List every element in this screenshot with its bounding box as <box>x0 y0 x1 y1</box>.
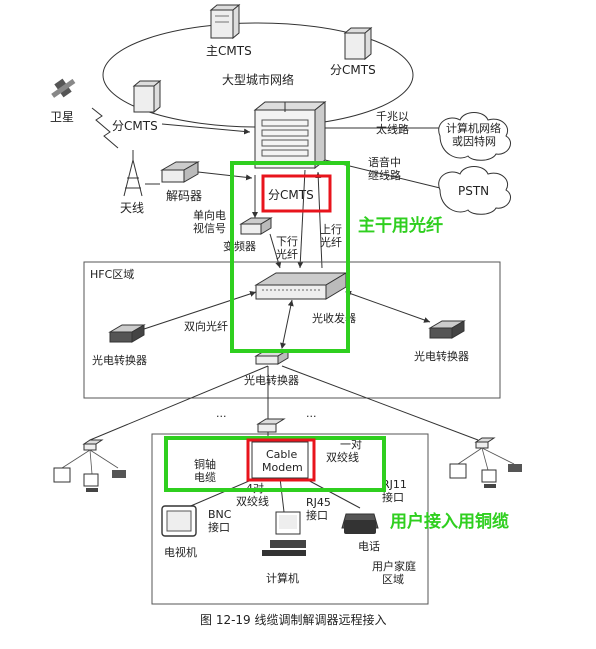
sub-cmts-center-label: 分CMTS <box>268 188 314 202</box>
oe-converter-center-label: 光电转换器 <box>244 373 299 387</box>
satellite-link <box>91 107 119 149</box>
cable-modem-1: Cable <box>266 448 297 461</box>
bnc-2: 接口 <box>208 521 230 534</box>
downstream-fiber-1: 下行 <box>276 235 298 248</box>
coax-cable-1: 铜轴 <box>194 457 216 471</box>
hfc-area-label: HFC区域 <box>90 268 134 281</box>
voice-trunk-2: 继线路 <box>368 168 401 182</box>
right-user-group <box>449 437 522 488</box>
bnc-1: BNC <box>208 508 232 521</box>
home-region <box>151 433 429 605</box>
cable-modem-icon <box>251 441 309 479</box>
main-cmts-label: 主CMTS <box>206 44 252 58</box>
downstream-fiber-label: 下行 光纤 <box>276 235 302 261</box>
cable-modem-2: Modem <box>262 461 303 474</box>
rj11-1: RJ11 <box>382 478 407 491</box>
cable-modem-label: Cable Modem <box>262 448 303 474</box>
coax-cable-label: 铜轴 电缆 <box>194 457 220 484</box>
trunk-fiber-annotation: 主干用光纤 <box>358 215 443 236</box>
decoder-icon <box>160 161 200 183</box>
upstream-fiber-1: 上行 <box>320 223 342 236</box>
bidirectional-fiber-label: 双向光纤 <box>184 319 228 333</box>
decoder-label: 解码器 <box>166 189 202 203</box>
pstn-label: PSTN <box>458 184 489 198</box>
computer-icon <box>262 511 306 556</box>
voice-trunk-1: 语音中 <box>368 155 401 169</box>
voice-trunk-label: 语音中 继线路 <box>368 155 405 182</box>
trunk-highlight-box <box>230 161 350 353</box>
satellite-icon <box>51 78 76 98</box>
main-cmts-icon <box>209 3 241 40</box>
metro-network-label: 大型城市网络 <box>222 72 294 87</box>
rj45-2: 接口 <box>306 509 328 522</box>
left-user-group <box>53 439 126 492</box>
gigabit-line-label: 千兆以 太线路 <box>376 110 413 136</box>
sub-cmts-top-icon <box>343 26 373 61</box>
figure-caption: 图 12-19 线缆调制解调器远程接入 <box>200 612 387 627</box>
coax-cable-2: 电缆 <box>194 471 216 484</box>
upstream-fiber-label: 上行 光纤 <box>320 223 346 249</box>
oe-converter-left-label: 光电转换器 <box>92 353 147 367</box>
internet-label-2: 或因特网 <box>452 134 496 148</box>
twisted-pair-one-1: 一对 <box>340 437 362 451</box>
gigabit-line-1: 千兆以 <box>376 110 409 123</box>
optical-transceiver-label: 光收发器 <box>312 311 356 325</box>
pstn-cloud <box>438 166 511 215</box>
tap-icon <box>256 418 286 433</box>
hfc-region <box>83 261 501 399</box>
home-area-1: 用户家庭 <box>372 559 416 573</box>
phone-icon <box>341 513 379 534</box>
internet-label-1: 计算机网络 <box>446 121 501 135</box>
unidirectional-tv-label: 单向电 视信号 <box>193 208 230 235</box>
user-access-highlight-box <box>164 436 386 492</box>
four-pair-label: 4对 双绞线 <box>236 481 269 508</box>
satellite-label: 卫星 <box>50 110 74 124</box>
four-pair-2: 双绞线 <box>236 494 269 508</box>
sub-cmts-top-label: 分CMTS <box>330 63 376 77</box>
headend-icon <box>253 100 327 170</box>
oe-converter-right-icon <box>428 320 466 339</box>
upstream-fiber-2: 光纤 <box>320 235 342 249</box>
bnc-label: BNC 接口 <box>208 508 235 534</box>
twisted-pair-one-2: 双绞线 <box>326 450 359 464</box>
home-area-2: 区域 <box>382 573 404 586</box>
sub-cmts-left-label: 分CMTS <box>112 119 158 133</box>
tv-label: 电视机 <box>164 545 197 559</box>
phone-label: 电话 <box>358 540 380 553</box>
sub-cmts-red-box <box>261 174 332 213</box>
frequency-converter-icon <box>239 217 273 235</box>
oe-converter-left-icon <box>108 324 146 343</box>
unidirectional-tv-2: 视信号 <box>193 221 226 235</box>
user-copper-annotation: 用户接入用铜缆 <box>390 511 509 532</box>
rj45-1: RJ45 <box>306 496 331 509</box>
tv-icon <box>161 505 197 537</box>
rj45-label: RJ45 接口 <box>306 496 334 522</box>
unidirectional-tv-1: 单向电 <box>193 208 226 222</box>
oe-converter-right-label: 光电转换器 <box>414 349 469 363</box>
optical-transceiver-icon <box>254 272 348 300</box>
twisted-pair-one-label: 一对 双绞线 <box>326 437 366 464</box>
rj11-2: 接口 <box>382 491 404 504</box>
rj11-label: RJ11 接口 <box>382 478 410 504</box>
modem-red-box <box>246 438 316 482</box>
antenna-label: 天线 <box>120 201 144 215</box>
downstream-fiber-2: 光纤 <box>276 247 298 261</box>
home-area-label: 用户家庭 区域 <box>372 559 420 586</box>
gigabit-line-2: 太线路 <box>376 122 409 136</box>
internet-label: 计算机网络 或因特网 <box>446 121 505 148</box>
ellipsis-left: ··· <box>216 410 227 423</box>
antenna-icon <box>123 150 143 197</box>
internet-cloud <box>438 112 511 161</box>
computer-label: 计算机 <box>266 571 299 585</box>
ellipsis-right: ··· <box>306 410 317 423</box>
sub-cmts-left-icon <box>132 79 162 114</box>
frequency-converter-label: 变频器 <box>223 239 256 253</box>
